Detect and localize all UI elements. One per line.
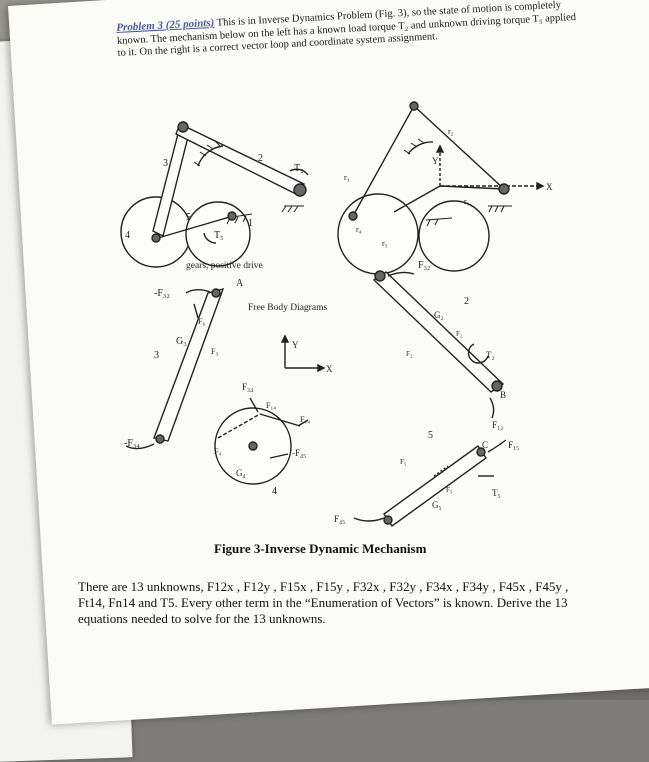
label-f3: F₃ [211, 347, 218, 356]
label-f12: F₁₂ [492, 420, 503, 430]
label-t2: T₂ [294, 163, 304, 174]
label-t5-right: T₅ [492, 488, 501, 498]
mechanism-diagram: 3 2 T₂ 4 T₅ 5 1 gears, positive drive r₂… [120, 101, 553, 527]
label-five-right: 5 [428, 430, 433, 441]
label-f32-right: F₃₂ [418, 260, 431, 271]
label-g5: G₅ [432, 500, 442, 510]
label-t5: T₅ [214, 230, 224, 241]
label-r1: r₁ [464, 197, 470, 206]
right-vector-loop [337, 101, 545, 275]
figure-caption: Figure 3-Inverse Dynamic Mechanism [214, 541, 427, 556]
label-t2-right: T₂ [486, 350, 495, 360]
label-link2: 2 [258, 153, 263, 164]
label-two: 2 [464, 296, 469, 307]
label-c: C [482, 440, 488, 450]
label-x-axis: X [546, 182, 553, 192]
label-one: 1 [248, 218, 253, 229]
label-gears: gears, positive drive [186, 261, 263, 271]
label-f-top: F₆ [198, 317, 205, 326]
label-f5b: F₅ [446, 486, 453, 494]
label-minus-f32: -F₃₂ [154, 288, 170, 299]
fbd-axes [280, 334, 326, 373]
label-f4: F₄ [214, 447, 221, 456]
label-minus-f45: -F₄₅ [292, 448, 306, 458]
label-g2: G₂ [434, 310, 444, 320]
label-five: 5 [186, 212, 191, 223]
fbd-link-3 [125, 287, 225, 450]
label-minus-f34: -F₃₄ [124, 438, 140, 449]
label-r4: r₄ [356, 225, 362, 234]
label-f34: F₃₄ [242, 382, 253, 392]
homework-sheet: Problem 3 (25 points) This is in Inverse… [8, 0, 649, 725]
label-three: 3 [154, 350, 159, 361]
label-four: 4 [272, 486, 277, 497]
fbd-link-5 [353, 439, 507, 527]
label-f14: F₁₄ [266, 401, 276, 410]
label-a: A [236, 278, 244, 289]
label-fbd-title: Free Body Diagrams [248, 303, 327, 313]
label-link3: 3 [163, 158, 168, 169]
label-fbd-x: X [326, 364, 333, 374]
left-mechanism [120, 121, 309, 268]
label-r2: r₂ [448, 127, 454, 136]
label-g4: G₄ [236, 468, 246, 478]
label-f15: F₁₅ [508, 440, 519, 450]
label-f2b: F₂ [406, 350, 413, 358]
label-fbd-y: Y [292, 340, 299, 350]
label-r3: r₃ [344, 173, 350, 182]
label-r5: r₅ [382, 239, 388, 248]
label-f45-right: F₄₅ [334, 514, 345, 524]
label-link4: 4 [125, 230, 130, 241]
label-f14b: F₁₄ [300, 415, 310, 424]
label-g3: G₃ [176, 336, 187, 347]
fbd-link-2 [372, 270, 505, 419]
label-f2: F₂ [456, 330, 463, 338]
label-b: B [500, 390, 506, 400]
fbd-gear-4 [214, 397, 309, 485]
label-f5: F₅ [400, 458, 407, 466]
unknowns-paragraph: There are 13 unknowns, F12x , F12y , F15… [78, 579, 569, 626]
label-y-axis: Y [432, 156, 439, 166]
